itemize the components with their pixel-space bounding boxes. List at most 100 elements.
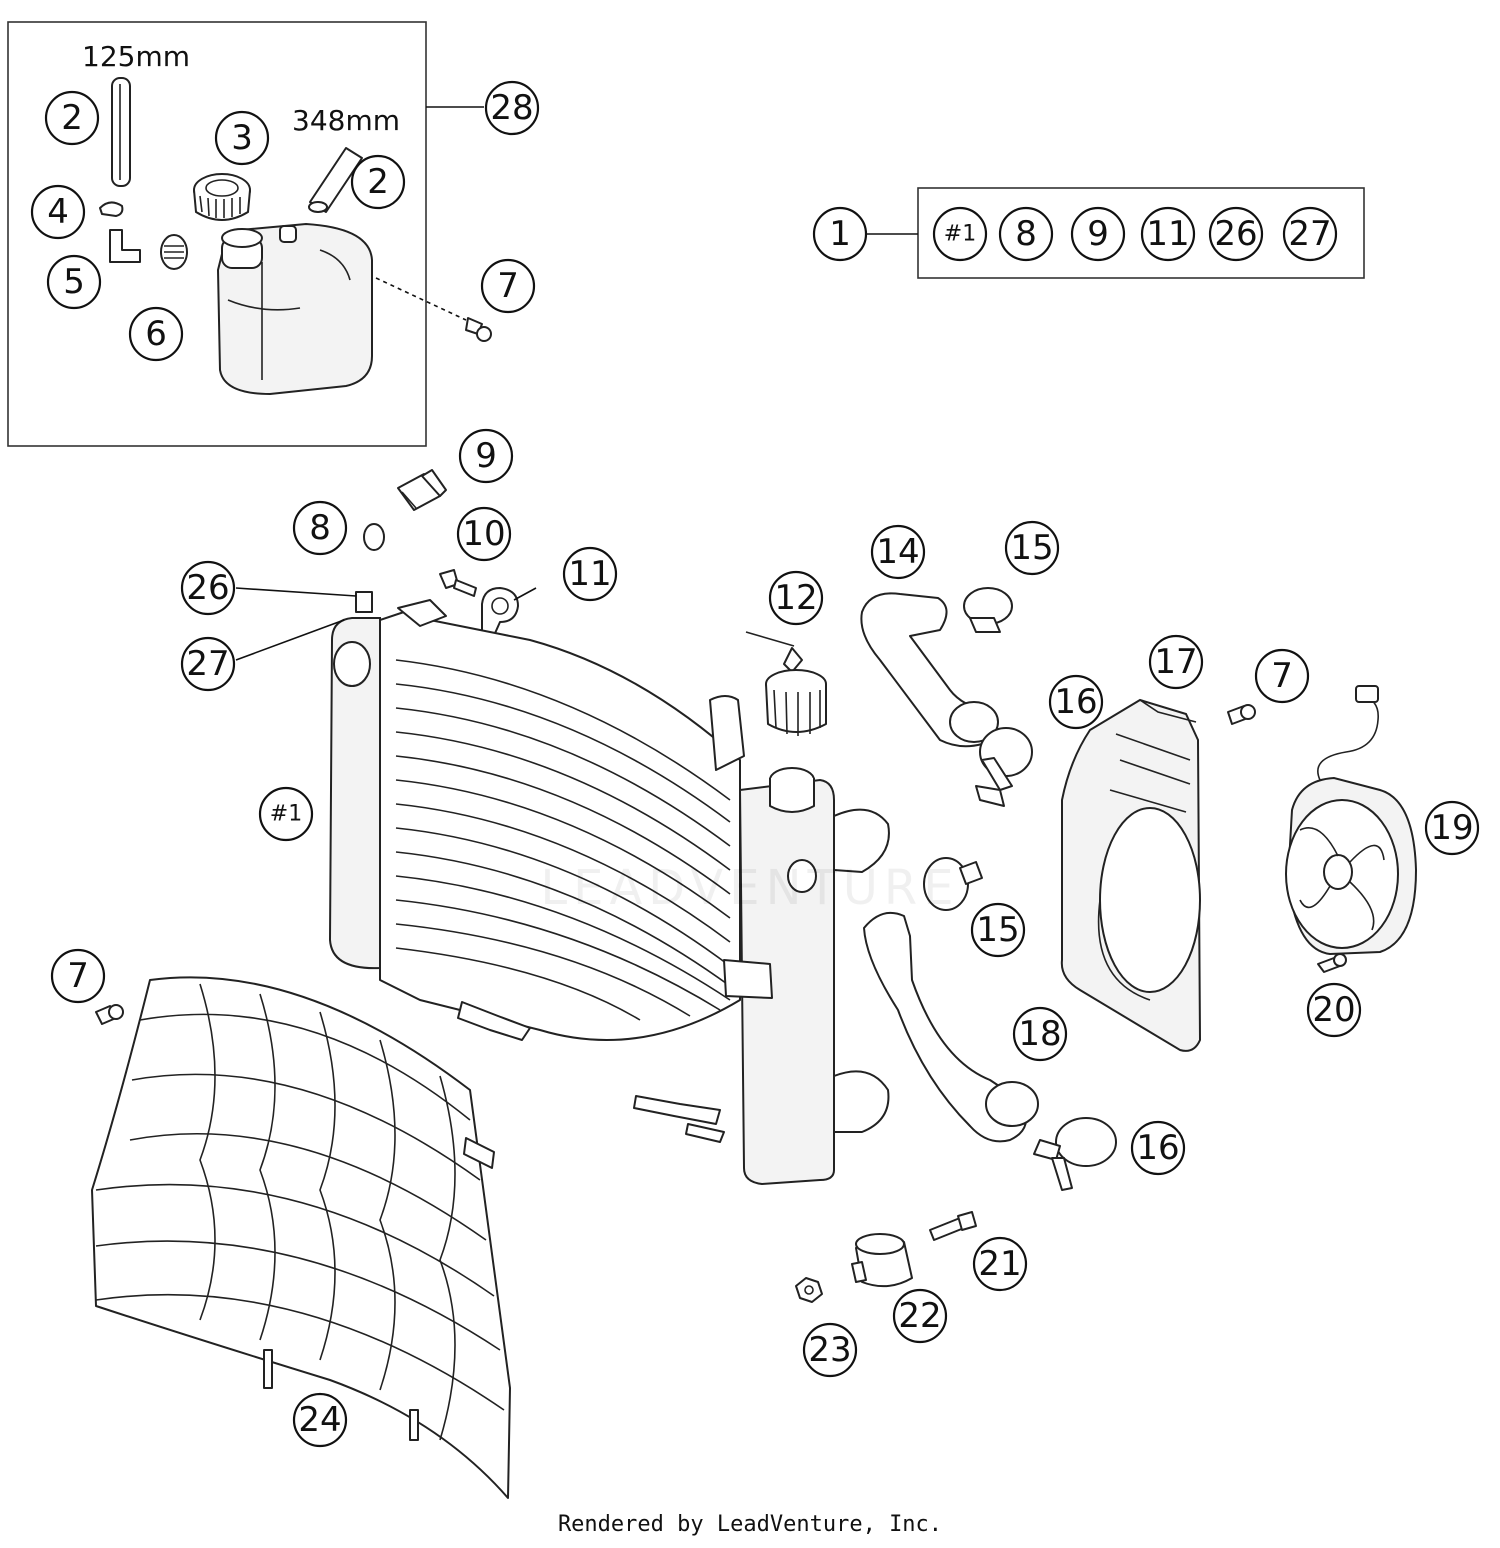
callout-26: 26 bbox=[180, 560, 236, 616]
hose-clamp-16-lower bbox=[1033, 1117, 1117, 1191]
expansion-tank bbox=[216, 222, 373, 396]
o-ring bbox=[363, 523, 385, 551]
callout-20: 20 bbox=[1306, 982, 1362, 1038]
callout-14: 14 bbox=[870, 524, 926, 580]
svg-text:10: 10 bbox=[462, 514, 505, 554]
svg-text:28: 28 bbox=[490, 88, 533, 128]
callout-15-upper: 15 bbox=[1004, 520, 1060, 576]
svg-text:26: 26 bbox=[186, 568, 229, 608]
svg-text:7: 7 bbox=[1271, 656, 1293, 696]
callout-21: 21 bbox=[972, 1236, 1028, 1292]
svg-text:24: 24 bbox=[298, 1400, 341, 1440]
kit-member-9: 9 bbox=[1070, 206, 1126, 262]
hose-clamp-15-lower bbox=[923, 857, 983, 911]
svg-text:3: 3 bbox=[231, 118, 253, 158]
svg-text:6: 6 bbox=[145, 314, 167, 354]
callout-6: 6 bbox=[128, 306, 184, 362]
render-credit: Rendered by LeadVenture, Inc. bbox=[557, 1512, 943, 1537]
rubber-mount bbox=[851, 1233, 913, 1288]
svg-text:8: 8 bbox=[309, 508, 331, 548]
callout-5: 5 bbox=[46, 254, 102, 310]
svg-text:20: 20 bbox=[1312, 990, 1355, 1030]
svg-text:23: 23 bbox=[808, 1330, 851, 1370]
callout-radiator: #1 bbox=[258, 786, 314, 842]
grommet bbox=[160, 234, 188, 270]
svg-text:27: 27 bbox=[186, 644, 229, 684]
callout-28: 28 bbox=[484, 80, 540, 136]
temperature-sensor bbox=[397, 469, 447, 511]
radiator-cap bbox=[745, 631, 827, 736]
svg-text:14: 14 bbox=[876, 532, 919, 572]
kit-member-27: 27 bbox=[1282, 206, 1338, 262]
radiator-kit-box bbox=[917, 187, 1365, 279]
hose-clamp-16-upper bbox=[975, 727, 1033, 807]
callout-4: 4 bbox=[30, 184, 86, 240]
svg-text:21: 21 bbox=[978, 1244, 1021, 1284]
callout-23: 23 bbox=[802, 1322, 858, 1378]
svg-text:9: 9 bbox=[475, 436, 497, 476]
svg-text:5: 5 bbox=[63, 262, 85, 302]
svg-text:15: 15 bbox=[1010, 528, 1053, 568]
svg-text:26: 26 bbox=[1214, 214, 1257, 254]
svg-text:16: 16 bbox=[1054, 682, 1097, 722]
tank-kit-box bbox=[7, 21, 427, 447]
callout-24: 24 bbox=[292, 1392, 348, 1448]
callout-9: 9 bbox=[458, 428, 514, 484]
kit-member-8: 8 bbox=[998, 206, 1054, 262]
callout-17: 17 bbox=[1148, 634, 1204, 690]
callout-7-grille: 7 bbox=[50, 948, 106, 1004]
svg-text:17: 17 bbox=[1154, 642, 1197, 682]
svg-text:12: 12 bbox=[774, 578, 817, 618]
callout-16-lower: 16 bbox=[1130, 1120, 1186, 1176]
callout-22: 22 bbox=[892, 1288, 948, 1344]
dimension-long-hose: 348mm bbox=[292, 104, 400, 137]
kit-member-11: 11 bbox=[1140, 206, 1196, 262]
cooling-fan bbox=[1285, 685, 1418, 956]
svg-text:19: 19 bbox=[1430, 808, 1473, 848]
callout-2-short-hose: 2 bbox=[44, 90, 100, 146]
callout-2-long-hose: 2 bbox=[350, 154, 406, 210]
svg-text:#1: #1 bbox=[944, 222, 976, 247]
callout-12: 12 bbox=[768, 570, 824, 626]
callout-18: 18 bbox=[1012, 1006, 1068, 1062]
svg-text:27: 27 bbox=[1288, 214, 1331, 254]
svg-text:18: 18 bbox=[1018, 1014, 1061, 1054]
kit-callout-1: 1 bbox=[812, 206, 868, 262]
svg-text:2: 2 bbox=[367, 162, 389, 202]
callout-11: 11 bbox=[562, 546, 618, 602]
svg-text:2: 2 bbox=[61, 98, 83, 138]
bracket-11 bbox=[481, 587, 519, 641]
radiator-grille bbox=[91, 976, 511, 1499]
dimension-short-hose: 125mm bbox=[82, 40, 190, 73]
radiator bbox=[328, 591, 890, 1186]
watermark: LEADVENTURE bbox=[540, 860, 960, 916]
hose-clamp-15-upper bbox=[963, 587, 1013, 633]
long-hose bbox=[308, 147, 363, 213]
fan-shroud-screw bbox=[1227, 704, 1256, 725]
svg-text:16: 16 bbox=[1136, 1128, 1179, 1168]
bolt-21 bbox=[929, 1211, 977, 1241]
nut-23 bbox=[795, 1277, 823, 1303]
callout-15-lower: 15 bbox=[970, 902, 1026, 958]
upper-hose bbox=[860, 592, 999, 748]
hose-clamp-small bbox=[99, 201, 124, 217]
elbow-fitting bbox=[109, 229, 141, 263]
svg-text:22: 22 bbox=[898, 1296, 941, 1336]
svg-text:9: 9 bbox=[1087, 214, 1109, 254]
grille-screw bbox=[95, 1004, 124, 1025]
lower-hose bbox=[863, 912, 1039, 1143]
callout-7-shroud: 7 bbox=[1254, 648, 1310, 704]
tank-cap bbox=[193, 173, 251, 221]
kit-member-radiator: #1 bbox=[932, 206, 988, 262]
svg-text:11: 11 bbox=[568, 554, 611, 594]
svg-text:1: 1 bbox=[829, 214, 851, 254]
callout-8: 8 bbox=[292, 500, 348, 556]
svg-text:15: 15 bbox=[976, 910, 1019, 950]
fan-shroud bbox=[1060, 698, 1202, 1052]
callout-3: 3 bbox=[214, 110, 270, 166]
callout-10: 10 bbox=[456, 506, 512, 562]
tank-screw bbox=[465, 317, 492, 342]
svg-text:7: 7 bbox=[497, 266, 519, 306]
svg-text:7: 7 bbox=[67, 956, 89, 996]
